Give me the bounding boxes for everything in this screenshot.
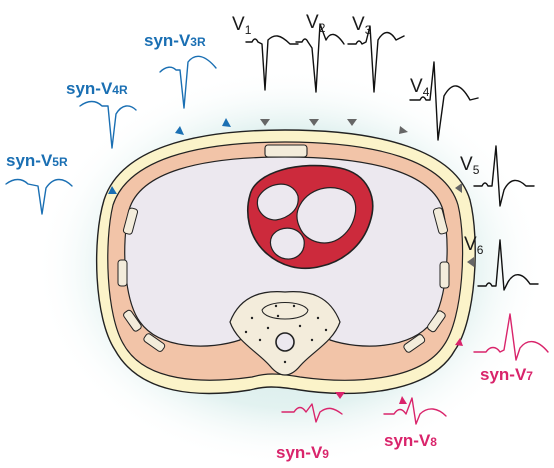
label-v4: V4: [410, 76, 430, 99]
thorax-cross-section: [97, 130, 476, 393]
label-v4r: syn-V4R: [66, 79, 128, 98]
label-v2: V2: [306, 12, 326, 35]
label-v7: syn-V7: [480, 365, 533, 384]
label-v9: syn-V9: [276, 443, 329, 462]
label-v1: V1: [232, 14, 252, 37]
spinal-canal: [276, 333, 294, 351]
label-v8: syn-V8: [384, 431, 437, 450]
label-v3r: syn-V3R: [144, 31, 206, 50]
sternum: [265, 145, 307, 157]
label-v3: V3: [352, 14, 372, 37]
atrium-cavity: [270, 228, 304, 259]
label-v5r: syn-V5R: [6, 151, 68, 170]
